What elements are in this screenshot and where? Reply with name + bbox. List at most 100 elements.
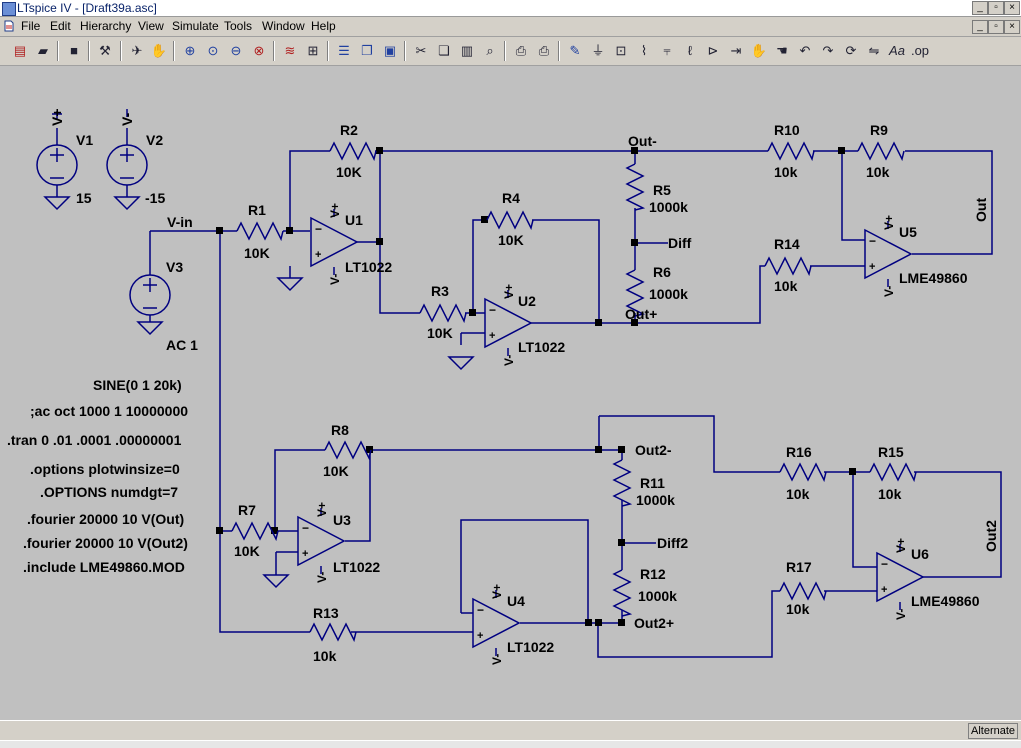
r11-name: R11	[640, 475, 665, 491]
resistor-icon[interactable]: ⌇	[640, 43, 648, 58]
r12-symbol	[612, 569, 633, 617]
v2-value: -15	[145, 190, 165, 206]
cascade-icon[interactable]: ❐	[361, 43, 373, 58]
directive-fourier-out[interactable]: .fourier 20000 10 V(Out)	[27, 511, 184, 527]
v3-name: V3	[166, 259, 183, 275]
u1-name: U1	[345, 212, 363, 228]
directive-options-numdgt[interactable]: .OPTIONS numdgt=7	[40, 484, 178, 500]
cut-icon[interactable]: ✂	[415, 43, 427, 58]
r6-symbol	[625, 269, 646, 317]
r13-name: R13	[313, 605, 339, 621]
u1-model: LT1022	[345, 259, 392, 275]
tile-horizontal-icon[interactable]: ☰	[338, 43, 350, 58]
ltspice-icon	[2, 2, 16, 16]
mirror-icon[interactable]: ⇋	[868, 43, 880, 58]
directive-ac[interactable]: ;ac oct 1000 1 10000000	[30, 403, 188, 419]
label-icon[interactable]: ⊡	[615, 43, 627, 58]
print-icon[interactable]: ⎙	[538, 43, 550, 58]
ground-u1	[277, 277, 303, 291]
menu-simulate[interactable]: Simulate	[172, 19, 219, 33]
r17-value: 10k	[786, 601, 810, 617]
diode-icon[interactable]: ⊳	[707, 43, 719, 58]
close-button[interactable]: ×	[1004, 1, 1020, 15]
directive-options-plotwinsize[interactable]: .options plotwinsize=0	[30, 461, 180, 477]
menu-tools[interactable]: Tools	[224, 19, 253, 33]
rotate-icon[interactable]: ⟳	[845, 43, 857, 58]
menu-window[interactable]: Window	[262, 19, 305, 33]
v1-symbol	[36, 144, 78, 186]
minimize-button[interactable]: _	[972, 1, 988, 15]
zoom-out-icon[interactable]: ⊖	[230, 43, 242, 58]
r10-symbol	[767, 141, 815, 162]
pan-icon[interactable]: ⊙	[207, 43, 219, 58]
menu-help[interactable]: Help	[311, 19, 336, 33]
u4-vplus: V+	[490, 584, 504, 599]
r9-value: 10k	[866, 164, 890, 180]
ground-u3	[263, 574, 289, 588]
drag-icon[interactable]: ☚	[776, 43, 788, 58]
undo-icon[interactable]: ↶	[799, 43, 811, 58]
u4-name: U4	[507, 593, 525, 609]
u3-vminus: V-	[315, 572, 329, 583]
taskbar	[0, 740, 1021, 748]
r3-value: 10K	[427, 325, 453, 341]
move-icon[interactable]: ✋	[750, 43, 768, 58]
u4-model: LT1022	[507, 639, 554, 655]
document-icon[interactable]	[4, 20, 14, 32]
r10-name: R10	[774, 122, 800, 138]
r4-symbol	[486, 210, 534, 231]
v1-terminal: V+	[49, 108, 65, 126]
schematic-canvas[interactable]: − +	[0, 66, 1021, 720]
spice-directive-icon[interactable]: .op	[910, 43, 930, 58]
menu-hierarchy[interactable]: Hierarchy	[80, 19, 132, 33]
run-icon[interactable]: ✈	[131, 43, 143, 58]
doc-close-button[interactable]: ×	[1004, 20, 1020, 34]
save-icon[interactable]: ■	[70, 43, 78, 58]
autorange-icon[interactable]: ≋	[284, 43, 296, 58]
inductor-icon[interactable]: ℓ	[687, 43, 693, 58]
halt-icon[interactable]: ✋	[150, 43, 168, 58]
print-setup-icon[interactable]: ⎙	[515, 43, 527, 58]
r1-value: 10K	[244, 245, 270, 261]
restore-button[interactable]: ▫	[988, 1, 1004, 15]
v3-sine: SINE(0 1 20k)	[93, 377, 182, 393]
r17-name: R17	[786, 559, 812, 575]
directive-fourier-out2[interactable]: .fourier 20000 10 V(Out2)	[23, 535, 188, 551]
capacitor-icon[interactable]: ⫧	[663, 43, 671, 58]
ground-v3	[137, 321, 163, 335]
net-out: Out	[973, 198, 989, 222]
zoom-fit-icon[interactable]: ⊗	[253, 43, 265, 58]
net-diff: Diff	[668, 235, 692, 251]
voltage-sources	[36, 109, 171, 316]
zoom-in-icon[interactable]: ⊕	[184, 43, 196, 58]
text-icon[interactable]: Aa	[889, 43, 905, 58]
find-icon[interactable]: ⌕	[486, 43, 494, 58]
v3-symbol	[129, 274, 171, 316]
control-panel-icon[interactable]: ⚒	[99, 43, 111, 58]
doc-restore-button[interactable]: ▫	[988, 20, 1004, 34]
menu-view[interactable]: View	[138, 19, 164, 33]
schematic-drawing[interactable]: − +	[0, 66, 1021, 720]
grid-icon[interactable]: ⊞	[307, 43, 319, 58]
component-icon[interactable]: ⇥	[730, 43, 742, 58]
net-out-plus: Out+	[625, 306, 657, 322]
wire-icon[interactable]: ✎	[569, 43, 581, 58]
redo-icon[interactable]: ↷	[822, 43, 834, 58]
wires	[56, 128, 1002, 658]
v3-value: AC 1	[166, 337, 198, 353]
r14-value: 10k	[774, 278, 798, 294]
open-icon[interactable]: ▰	[38, 43, 48, 58]
ground-icon[interactable]: ⏚	[591, 43, 605, 58]
directive-include[interactable]: .include LME49860.MOD	[23, 559, 185, 575]
title-bar: LTspice IV - [Draft39a.asc] _ ▫ ×	[0, 0, 1021, 17]
new-schematic-icon[interactable]: ▤	[13, 43, 27, 58]
copy-icon[interactable]: ❏	[438, 43, 450, 58]
menu-file[interactable]: File	[21, 19, 41, 33]
doc-minimize-button[interactable]: _	[972, 20, 988, 34]
menu-edit[interactable]: Edit	[50, 19, 71, 33]
arrange-icon[interactable]: ▣	[383, 43, 397, 58]
r15-symbol	[869, 462, 917, 483]
directive-tran[interactable]: .tran 0 .01 .0001 .00000001	[7, 432, 182, 448]
r7-symbol	[231, 521, 279, 542]
paste-icon[interactable]: ▥	[460, 43, 474, 58]
